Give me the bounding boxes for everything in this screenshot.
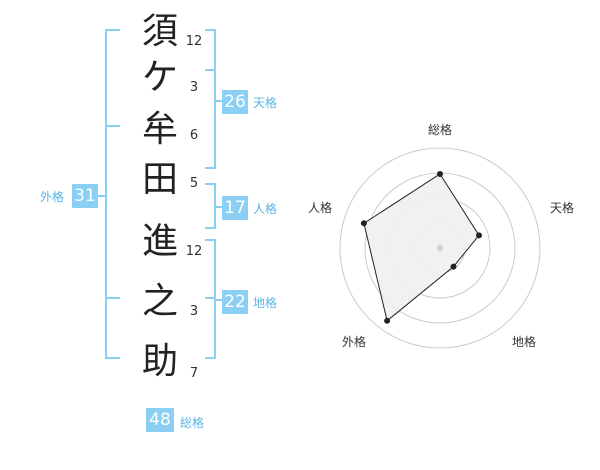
gaikaku-value: 31 [72, 184, 98, 208]
name-char-2: ケ [141, 57, 178, 98]
tenkaku-value: 26 [222, 90, 248, 114]
radar-point-chikaku [450, 263, 457, 270]
radar-label-soukaku: 総格 [428, 122, 452, 137]
radar-ring [339, 147, 541, 349]
name-char-7: 助 [141, 341, 178, 382]
radar-point-jinkaku [360, 220, 367, 227]
chikaku-bracket [205, 239, 222, 359]
soukaku-value: 48 [146, 408, 174, 432]
stroke-count-1: 12 [185, 34, 203, 49]
name-char-6: 之 [141, 281, 178, 322]
radar-point-tenkaku [475, 232, 482, 239]
stroke-count-7: 7 [189, 366, 199, 381]
radar-center-dot [437, 245, 443, 251]
radar-label-tenkaku: 天格 [550, 200, 574, 215]
radar-label-chikaku: 地格 [512, 334, 536, 349]
radar-point-gaikaku [384, 317, 391, 324]
radar-label-gaikaku: 外格 [342, 334, 366, 349]
chikaku-label: 地格 [253, 296, 278, 310]
name-char-4: 田 [141, 159, 178, 200]
tenkaku-label: 天格 [253, 96, 278, 110]
soukaku-label: 総格 [180, 416, 205, 430]
stroke-count-5: 12 [185, 244, 203, 259]
jinkaku-value: 17 [222, 196, 248, 220]
jinkaku-bracket [205, 183, 222, 229]
tenkaku-bracket [205, 29, 222, 169]
name-char-3: 牟 [141, 109, 178, 150]
radar-label-jinkaku: 人格 [308, 200, 332, 215]
name-char-5: 進 [141, 221, 178, 262]
jinkaku-label: 人格 [253, 202, 278, 216]
radar-polygon [363, 173, 480, 322]
chikaku-value: 22 [222, 290, 248, 314]
stroke-count-2: 3 [189, 80, 199, 95]
gaikaku-bracket [105, 29, 120, 359]
gaikaku-label: 外格 [40, 190, 65, 204]
stroke-count-3: 6 [189, 128, 199, 143]
radar-points [360, 171, 482, 324]
radar-point-soukaku [437, 171, 443, 177]
stroke-count-6: 3 [189, 304, 199, 319]
stroke-count-4: 5 [189, 176, 199, 191]
name-char-1: 須 [141, 11, 178, 52]
